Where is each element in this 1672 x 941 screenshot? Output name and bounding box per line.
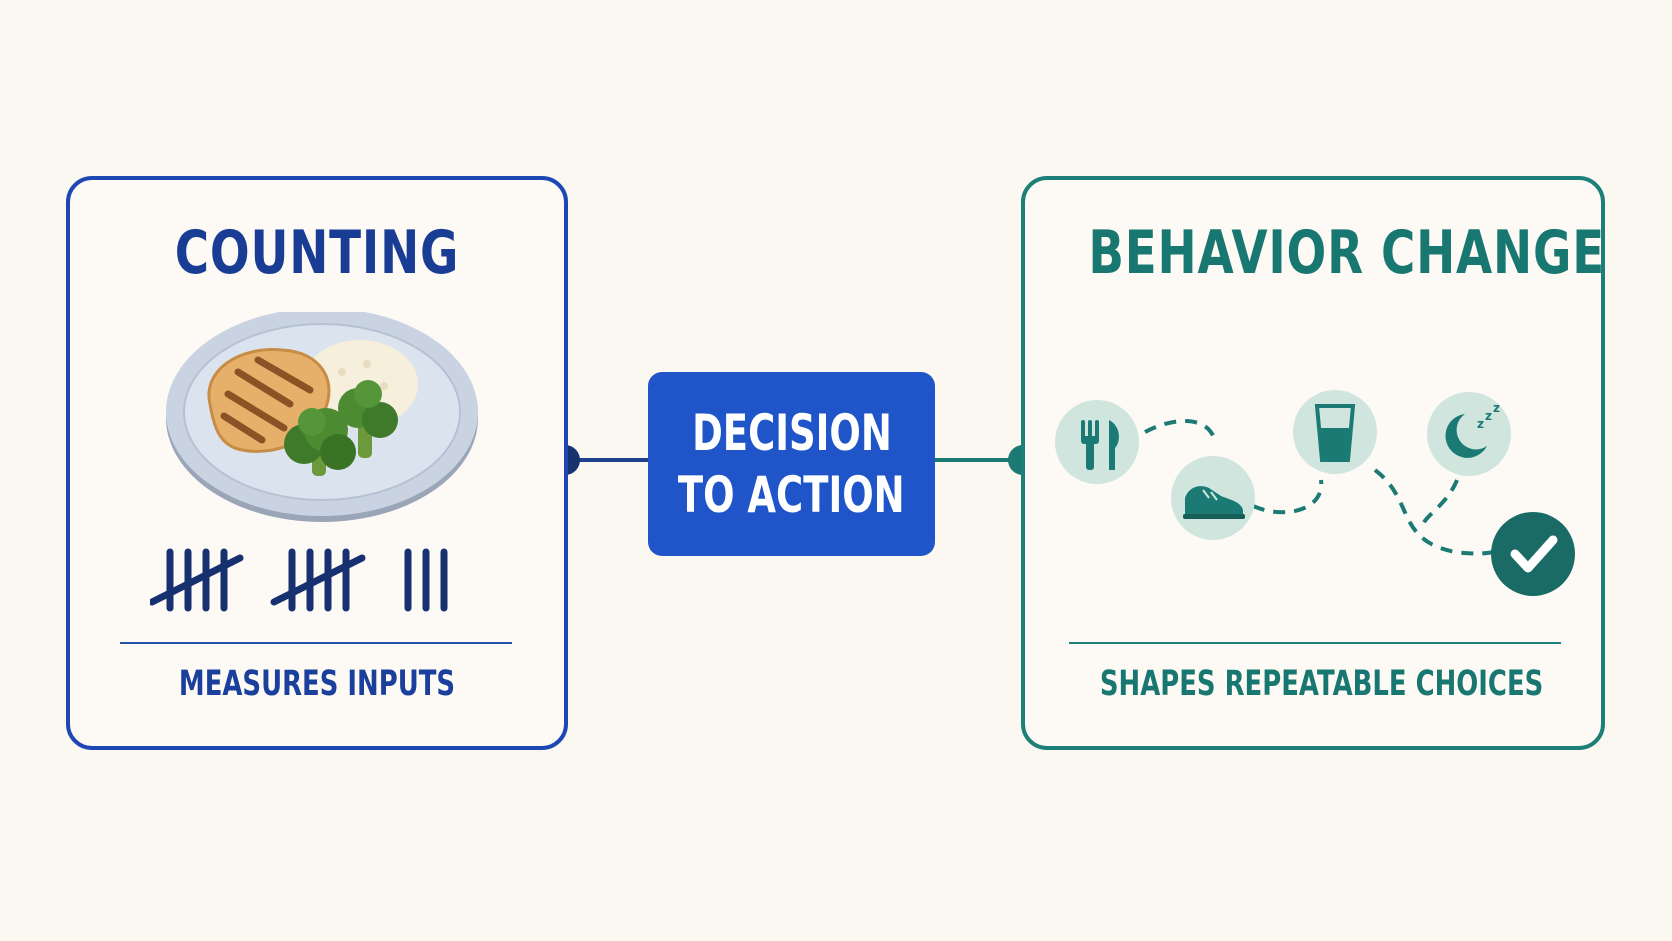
tally-marks-icon [150, 548, 448, 612]
counting-caption: MEASURES INPUTS [178, 664, 456, 704]
habit-path: z z z [1055, 390, 1575, 596]
decision-line-2: TO ACTION [678, 466, 905, 524]
svg-text:z: z [1477, 417, 1484, 431]
fork-knife-icon [1055, 400, 1139, 484]
svg-text:z: z [1493, 401, 1500, 415]
behavior-change-title: BEHAVIOR CHANGE [1088, 218, 1605, 288]
behavior-change-caption: SHAPES REPEATABLE CHOICES [1099, 664, 1544, 704]
svg-text:z: z [1485, 409, 1492, 423]
sneaker-icon [1171, 456, 1255, 540]
behavior-divider [1069, 642, 1561, 644]
plate-icon [166, 312, 478, 522]
decision-box: DECISION TO ACTION [648, 372, 935, 556]
decision-line-1: DECISION [691, 404, 892, 462]
checkmark-icon [1491, 512, 1575, 596]
behavior-change-panel: BEHAVIOR CHANGE [1021, 176, 1605, 750]
counting-divider [120, 642, 512, 644]
moon-sleep-icon: z z z [1427, 392, 1511, 476]
counting-title: COUNTING [174, 218, 460, 288]
water-glass-icon [1293, 390, 1377, 474]
counting-panel: COUNTING [66, 176, 568, 750]
